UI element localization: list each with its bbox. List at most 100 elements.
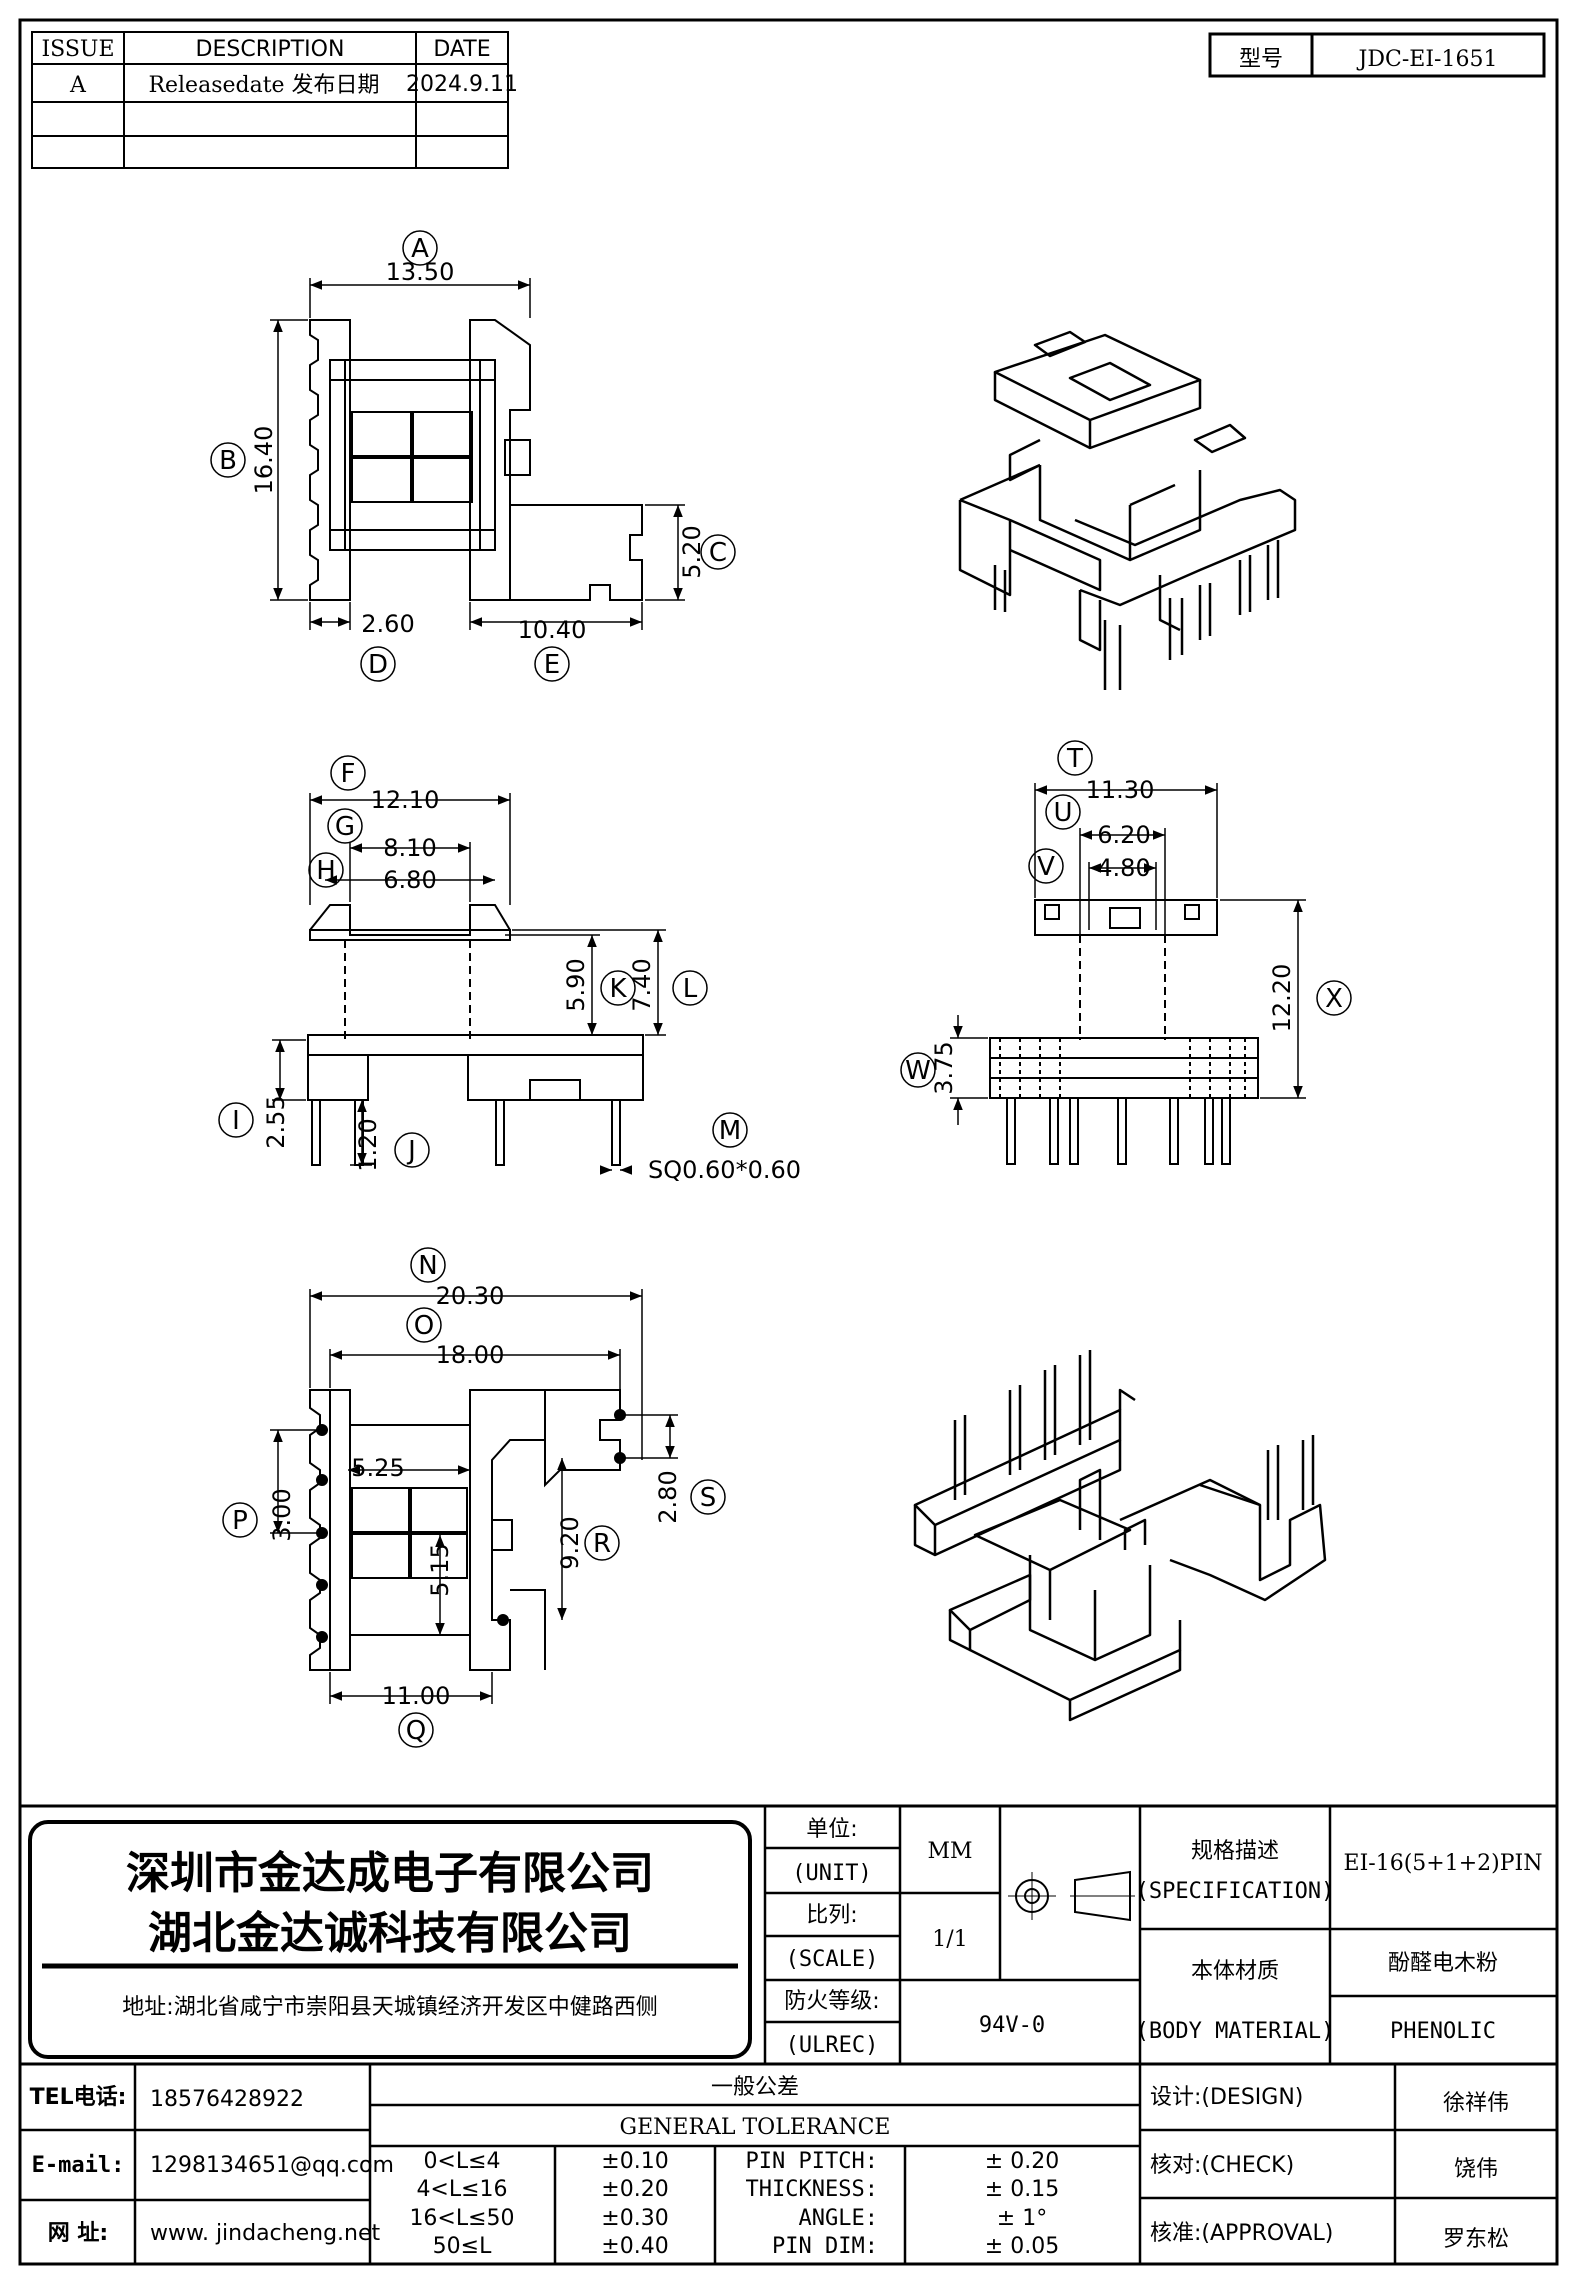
tel-label: TEL电话:	[30, 2085, 127, 2110]
dim-T-value: 11.30	[1086, 776, 1155, 804]
isometric-view-top	[958, 330, 1297, 690]
sheet-border	[18, 18, 1559, 2266]
tol-item-1: PIN PITCH:	[746, 2149, 878, 2174]
dim-L-value: 7.40	[628, 958, 656, 1011]
dim-S-value: 2.80	[654, 1470, 682, 1523]
material-value-cn: 酚醛电木粉	[1388, 1951, 1498, 1976]
dim-S-label: S	[700, 1483, 717, 1513]
tolerance-title-en: GENERAL TOLERANCE	[620, 2115, 891, 2140]
dim-J-value: 1.20	[354, 1118, 382, 1171]
dim-M-value: SQ0.60*0.60	[648, 1156, 801, 1184]
revision-header-date: DATE	[433, 37, 490, 62]
dim-P-label: P	[232, 1506, 248, 1536]
dim-I-value: 2.55	[262, 1095, 290, 1148]
dim-H-label: H	[316, 856, 336, 886]
revision-header-issue: ISSUE	[41, 37, 114, 62]
side-view	[989, 899, 1259, 1165]
dim-Q-label: Q	[406, 1716, 426, 1746]
dim-X-label: X	[1325, 984, 1343, 1014]
dim-V-value: 4.80	[1097, 854, 1150, 882]
tel-value: 18576428922	[150, 2087, 304, 2112]
dim-W-label: W	[905, 1056, 931, 1086]
bottom-view-dimensions	[222, 1247, 726, 1748]
tol-value-2: ±0.20	[601, 2177, 668, 2202]
check-label: 核对:(CHECK)	[1150, 2153, 1294, 2178]
company-address: 地址:湖北省咸宁市崇阳县天城镇经济开发区中健路西侧	[122, 1995, 657, 2020]
dim-H-value: 6.80	[383, 866, 436, 894]
tol-range-2: 4<L≤16	[416, 2177, 507, 2202]
revision-row-date: 2024.9.11	[406, 72, 518, 97]
projection-symbol-icon	[1008, 1870, 1135, 1922]
dim-U-value: 6.20	[1097, 821, 1150, 849]
dim-inner-a-value: 5.25	[351, 1454, 404, 1482]
dim-R-label: R	[593, 1529, 611, 1559]
dim-C-label: C	[709, 538, 727, 568]
tol-item-value-2: ± 0.15	[985, 2177, 1059, 2202]
email-label: E-mail:	[32, 2153, 125, 2178]
dim-F-label: F	[341, 759, 356, 789]
revision-row-issue: A	[69, 73, 87, 98]
dim-R-value: 9.20	[556, 1516, 584, 1569]
dim-O-label: O	[414, 1311, 434, 1341]
bottom-view	[309, 1389, 626, 1671]
spec-label-cn: 规格描述	[1191, 1839, 1279, 1864]
dim-X-value: 12.20	[1268, 964, 1296, 1033]
dim-W-value: 3.75	[930, 1041, 958, 1094]
dim-N-value: 20.30	[436, 1282, 505, 1310]
tol-item-value-4: ± 0.05	[985, 2234, 1059, 2259]
dim-P-value: 3.00	[268, 1488, 296, 1541]
dim-C-value: 5.20	[678, 525, 706, 578]
dim-F-value: 12.10	[371, 786, 440, 814]
unit-label-cn: 单位:	[806, 1817, 857, 1842]
material-label-cn: 本体材质	[1191, 1959, 1279, 1984]
revision-table	[31, 31, 509, 169]
design-name: 徐祥伟	[1443, 2091, 1509, 2116]
dim-inner-b-value: 5.15	[426, 1543, 454, 1596]
design-label: 设计:(DESIGN)	[1150, 2085, 1303, 2110]
dim-D-value: 2.60	[361, 610, 414, 638]
front-view	[307, 904, 644, 1166]
scale-label-cn: 比列:	[806, 1903, 857, 1928]
scale-label-en: (SCALE)	[786, 1947, 879, 1972]
tol-range-4: 50≤L	[433, 2234, 492, 2259]
tol-range-3: 16<L≤50	[409, 2206, 514, 2231]
tol-value-1: ±0.10	[601, 2149, 668, 2174]
dim-D-label: D	[368, 650, 388, 680]
tol-item-2: THICKNESS:	[746, 2177, 878, 2202]
dim-K-label: K	[609, 974, 627, 1004]
dim-O-value: 18.00	[436, 1341, 505, 1369]
dim-M-label: M	[719, 1116, 741, 1146]
side-view-dimensions	[900, 740, 1352, 1125]
dim-E-label: E	[544, 650, 560, 680]
spec-value: EI-16(5+1+2)PIN	[1344, 1851, 1543, 1876]
dim-J-label: J	[406, 1136, 416, 1166]
model-box	[1208, 32, 1546, 78]
tolerance-title-cn: 一般公差	[711, 2075, 799, 2100]
company-name-1: 深圳市金达成电子有限公司	[126, 1848, 654, 1899]
dim-B-value: 16.40	[250, 426, 278, 495]
dim-A-label: A	[411, 234, 429, 264]
company-name-2: 湖北金达诚科技有限公司	[148, 1908, 632, 1959]
dim-K-value: 5.90	[562, 958, 590, 1011]
tol-item-3: ANGLE:	[799, 2206, 878, 2231]
web-value: www. jindacheng.net	[150, 2221, 381, 2246]
dim-G-value: 8.10	[383, 834, 436, 862]
tol-item-value-3: ± 1°	[997, 2206, 1047, 2231]
dim-E-value: 10.40	[518, 616, 587, 644]
dim-G-label: G	[335, 812, 355, 842]
approval-label: 核准:(APPROVAL)	[1150, 2221, 1333, 2246]
top-view	[309, 319, 643, 601]
dim-N-label: N	[418, 1251, 437, 1281]
scale-value: 1/1	[932, 1927, 967, 1952]
title-block-lines	[20, 1804, 1557, 2264]
web-label: 网 址:	[48, 2221, 108, 2246]
isometric-view-bottom	[913, 1350, 1327, 1722]
approval-name: 罗东松	[1443, 2227, 1509, 2252]
ul-value: 94V-0	[979, 2013, 1045, 2038]
check-name: 饶伟	[1454, 2157, 1498, 2182]
tol-item-4: PIN DIM:	[772, 2234, 878, 2259]
dim-U-label: U	[1053, 798, 1072, 828]
dim-L-label: L	[683, 974, 698, 1004]
material-label-en: (BODY MATERIAL)	[1136, 2019, 1335, 2044]
